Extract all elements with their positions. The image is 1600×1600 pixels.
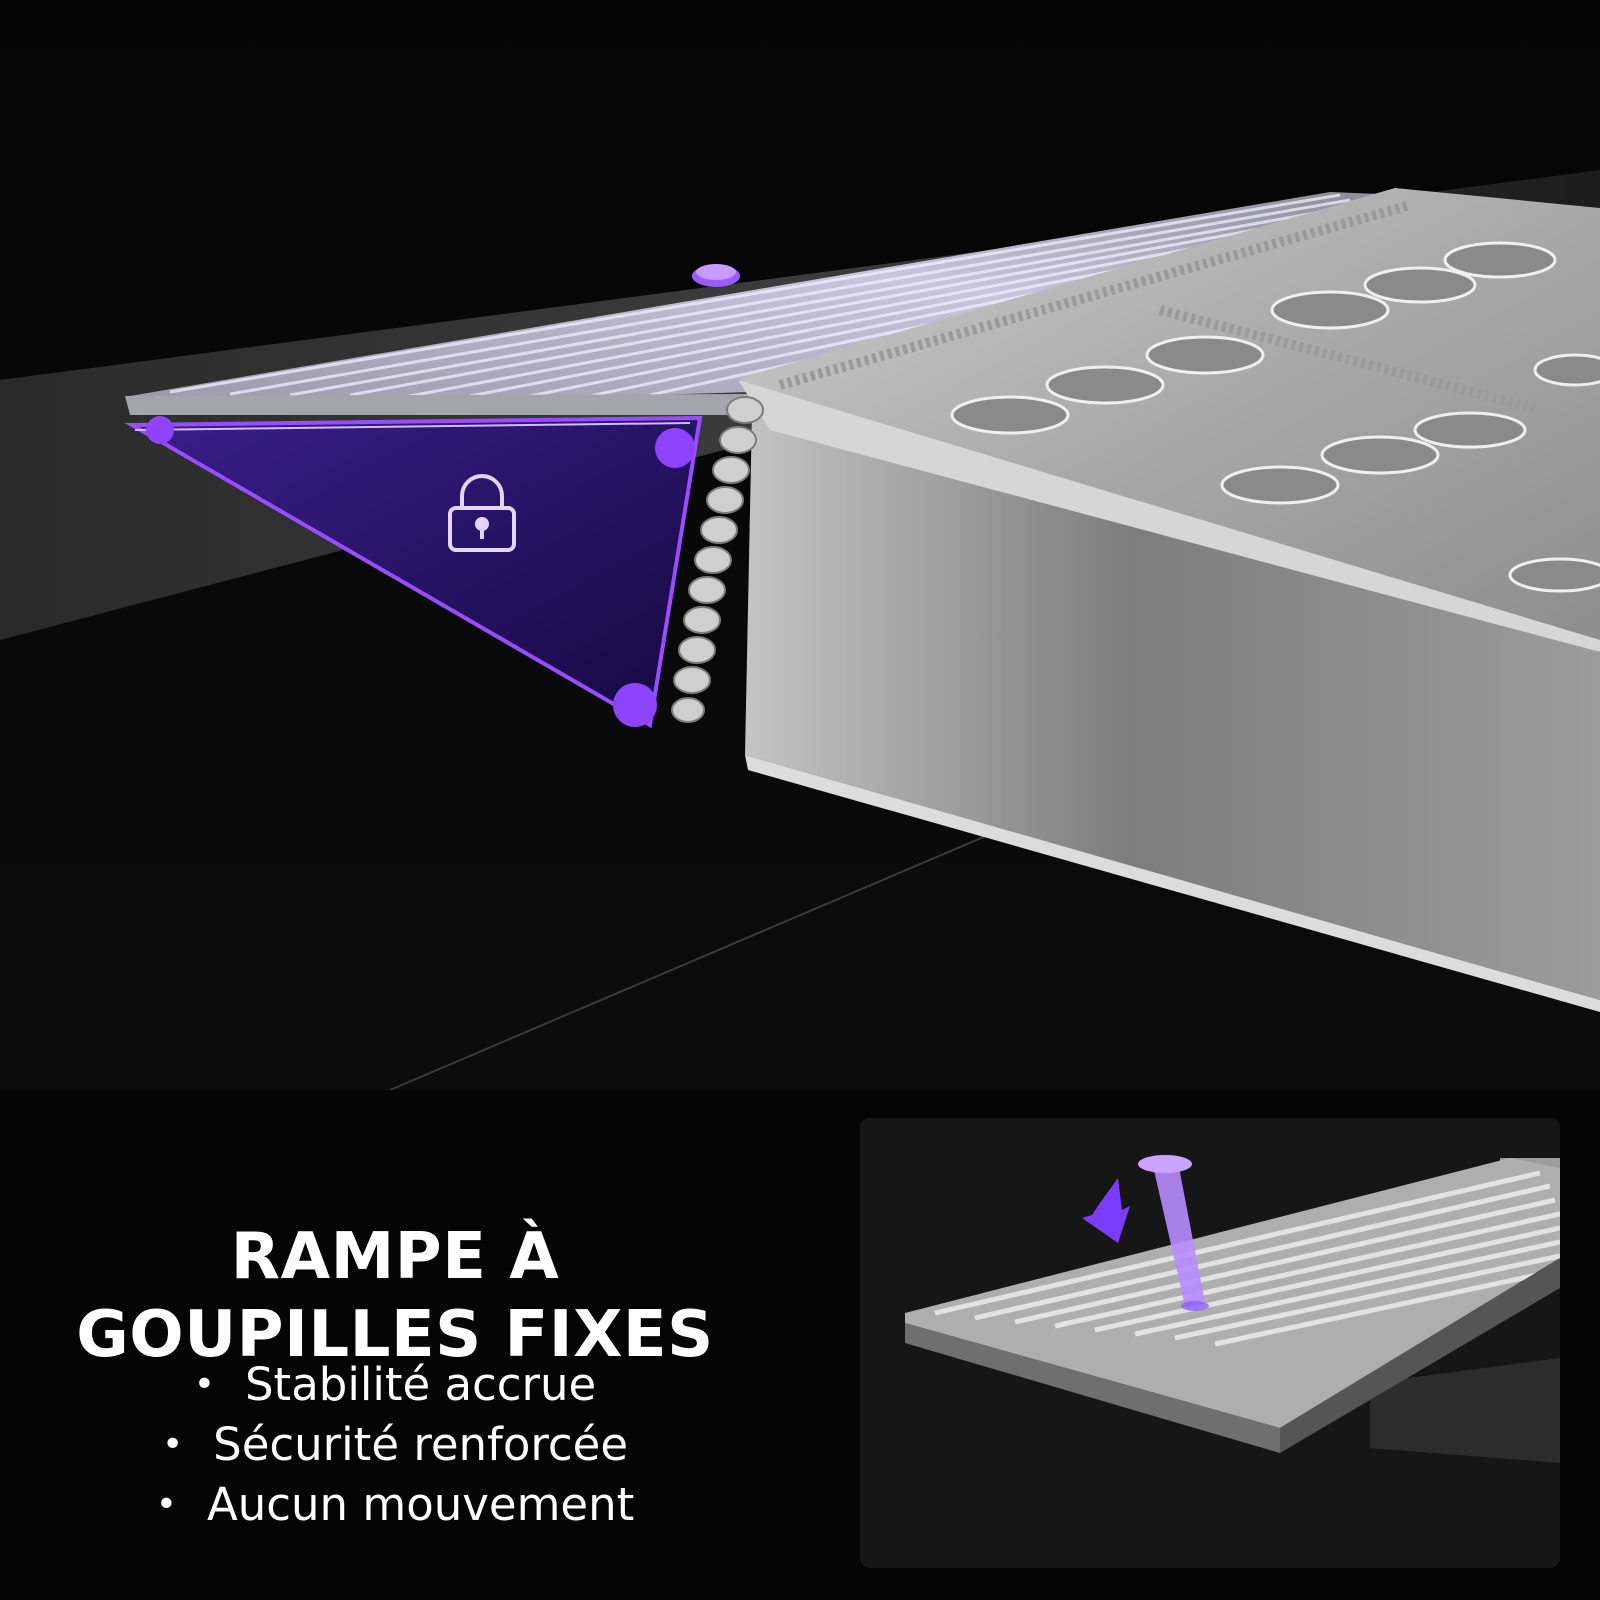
- headline-line-1: RAMPE À: [230, 1219, 560, 1294]
- feature-item: Aucun mouvement: [0, 1475, 790, 1535]
- ramp-hero-illustration: [0, 0, 1600, 1090]
- feature-item: Sécurité renforcée: [0, 1415, 790, 1475]
- feature-item: Stabilité accrue: [0, 1355, 790, 1415]
- arrow-down-icon: [1082, 1178, 1130, 1243]
- pin-detail-inset: [860, 1118, 1560, 1568]
- feature-list: Stabilité accrue Sécurité renforcée Aucu…: [0, 1355, 790, 1535]
- padlock-icon: [448, 474, 516, 552]
- headline: RAMPE À GOUPILLES FIXES: [0, 1218, 790, 1374]
